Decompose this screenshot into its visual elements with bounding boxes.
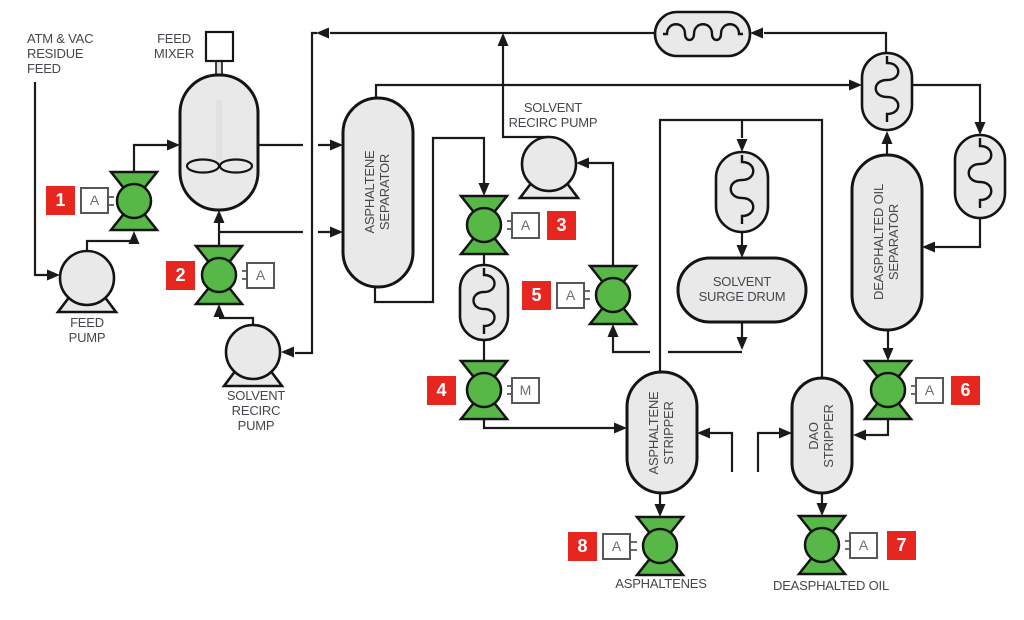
asphaltene-stripper-vessel — [625, 370, 699, 495]
valve-3-number-badge: 3 — [547, 211, 576, 240]
valve-5-mode-box[interactable]: A — [556, 282, 585, 309]
asphaltene-separator-vessel — [341, 96, 415, 289]
valve-7-number-badge: 7 — [887, 531, 916, 560]
valve-1-mode-box[interactable]: A — [80, 187, 109, 214]
recycle-cooler-exchanger — [653, 10, 752, 58]
dao-feed-effluent-exchanger — [860, 51, 914, 132]
feed-mixer-label: FEED MIXER — [153, 31, 195, 61]
valve-2-number-badge: 2 — [166, 261, 195, 290]
control-valve-8[interactable] — [635, 515, 685, 577]
solvent-recirc-pump-2 — [518, 135, 580, 200]
solvent-surge-drum-vessel — [676, 256, 808, 324]
control-valve-4[interactable] — [459, 359, 509, 421]
flow-arrows — [47, 27, 986, 517]
valve-4-mode-box[interactable]: M — [511, 377, 540, 404]
asphaltene-stripper-label: ASPHALTENE STRIPPER — [646, 391, 676, 475]
valve-8-mode-box[interactable]: A — [602, 533, 631, 560]
control-valve-5[interactable] — [588, 264, 638, 326]
dao-stripper-vessel — [790, 376, 854, 495]
control-valve-6[interactable] — [863, 359, 913, 421]
solvent-recirc-pump-2-label: SOLVENT RECIRC PUMP — [508, 100, 598, 130]
control-valve-1[interactable] — [109, 170, 159, 232]
feed-mixer — [178, 30, 260, 212]
feed-pump-label: FEED PUMP — [68, 315, 106, 345]
solvent-recirc-pump-1 — [222, 323, 284, 388]
feed-pump — [56, 249, 118, 314]
asphaltene-heater-exchanger — [458, 263, 510, 342]
piping-lines — [33, 31, 982, 505]
valve-6-number-badge: 6 — [951, 376, 980, 405]
deasphalted-oil-separator-label: DEASPHALTED OIL SEPARATOR — [871, 184, 901, 300]
dao-heater-exchanger — [953, 133, 1007, 220]
valve-8-number-badge: 8 — [568, 532, 597, 561]
control-valve-3[interactable] — [459, 194, 509, 256]
valve-6-mode-box[interactable]: A — [915, 377, 944, 404]
valve-5-number-badge: 5 — [522, 281, 551, 310]
valve-4-number-badge: 4 — [427, 376, 456, 405]
asphaltene-separator-label: ASPHALTENE SEPARATOR — [362, 150, 392, 234]
valve-2-mode-box[interactable]: A — [246, 262, 275, 289]
control-valve-7[interactable] — [797, 514, 847, 576]
solvent-surge-drum-label: SOLVENT SURGE DRUM — [698, 274, 786, 304]
valve-7-mode-box[interactable]: A — [849, 532, 878, 559]
asphaltenes-product-label: ASPHALTENES — [615, 576, 707, 591]
feed-stream-label: ATM & VAC RESIDUE FEED — [27, 31, 94, 76]
solvent-condenser-exchanger — [714, 150, 770, 234]
valve-3-mode-box[interactable]: A — [511, 212, 540, 239]
mixer-motor — [204, 30, 235, 63]
control-valve-2[interactable] — [194, 244, 244, 306]
dao-stripper-label: DAO STRIPPER — [806, 404, 836, 468]
deasphalted-oil-product-label: DEASPHALTED OIL — [773, 578, 889, 593]
deasphalted-oil-separator-vessel — [850, 153, 924, 332]
valve-1-number-badge: 1 — [46, 186, 75, 215]
solvent-recirc-pump-1-label: SOLVENT RECIRC PUMP — [226, 388, 286, 433]
